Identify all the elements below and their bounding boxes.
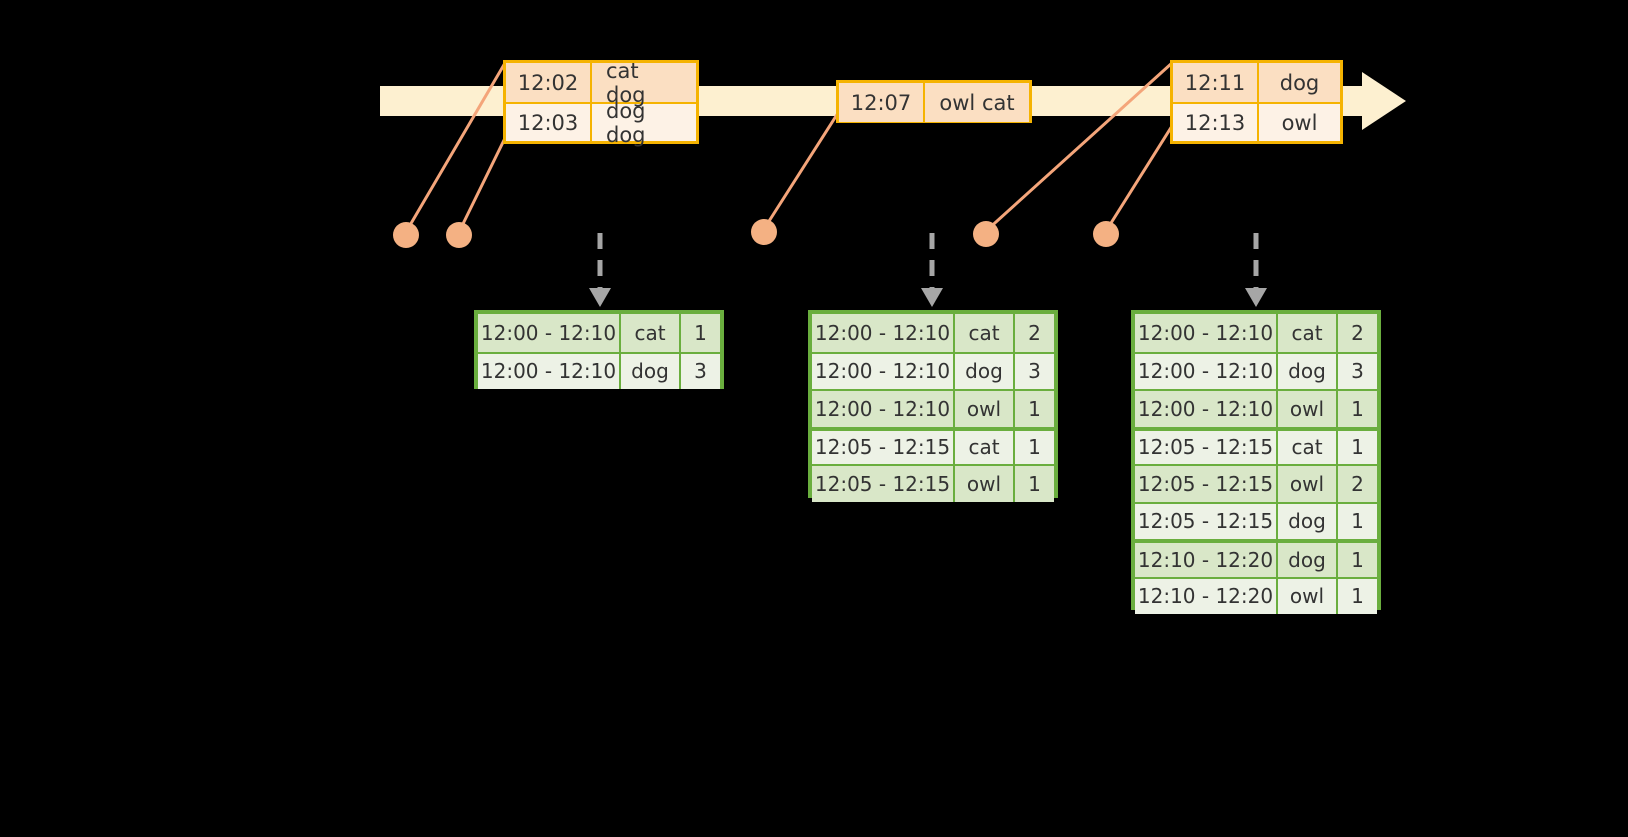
event-time: 12:11	[1173, 63, 1259, 102]
event-dot-2	[446, 222, 472, 248]
cell-count: 1	[1351, 509, 1364, 534]
cell-count: 1	[1351, 396, 1364, 421]
cell-count: 1	[694, 320, 707, 345]
cell-count: 1	[1351, 547, 1364, 572]
event-time: 12:13	[1173, 104, 1259, 141]
cell-window: 12:05 - 12:15	[1135, 430, 1278, 464]
cell-word: cat	[1278, 314, 1338, 352]
event-row: 12:03 dog dog	[506, 98, 696, 147]
cell-count: 2	[1028, 320, 1041, 345]
table-row: 12:00 - 12:10 cat 1	[478, 314, 720, 352]
table-row: 12:05 - 12:15 owl 2	[1135, 464, 1377, 502]
table-row: 12:00 - 12:10 owl 1	[812, 389, 1054, 427]
cell-window: 12:00 - 12:10	[812, 353, 955, 389]
cell-window: 12:00 - 12:10	[812, 314, 955, 352]
table-row: 12:00 - 12:10 dog 3	[812, 351, 1054, 389]
event-dot-5	[1093, 221, 1119, 247]
table-row: 12:10 - 12:20 owl 1	[1135, 576, 1377, 614]
cell-window: 12:00 - 12:10	[812, 391, 955, 427]
cell-word: dog	[621, 353, 681, 389]
event-time: 12:07	[839, 83, 925, 122]
cell-word: dog	[1278, 543, 1338, 577]
event-dot-3	[751, 219, 777, 245]
cell-count: 3	[1028, 359, 1041, 384]
table-row: 12:05 - 12:15 dog 1	[1135, 501, 1377, 539]
cell-window: 12:05 - 12:15	[812, 466, 955, 502]
event-dots	[393, 219, 1119, 248]
table-row: 12:00 - 12:10 owl 1	[1135, 389, 1377, 427]
cell-window: 12:10 - 12:20	[1135, 543, 1278, 577]
table-row: 12:05 - 12:15 cat 1	[812, 426, 1054, 464]
cell-count: 3	[1351, 359, 1364, 384]
event-value: cat dog	[606, 58, 646, 107]
cell-word: owl	[955, 466, 1015, 502]
table-row: 12:00 - 12:10 cat 2	[812, 314, 1054, 352]
cell-window: 12:05 - 12:15	[1135, 466, 1278, 502]
table-row: 12:05 - 12:15 cat 1	[1135, 426, 1377, 464]
cell-count: 1	[1028, 396, 1041, 421]
event-dot-1	[393, 222, 419, 248]
cell-count: 2	[1351, 320, 1364, 345]
trigger-arrow-3	[1245, 233, 1267, 307]
cell-word: cat	[1278, 430, 1338, 464]
cell-count: 1	[1351, 584, 1364, 609]
event-row: 12:07 owl cat	[839, 83, 1029, 122]
table-row: 12:00 - 12:10 dog 3	[1135, 351, 1377, 389]
table-row: 12:05 - 12:15 owl 1	[812, 464, 1054, 502]
trigger-arrows	[589, 233, 1267, 307]
cell-word: cat	[621, 314, 681, 352]
cell-word: cat	[955, 314, 1015, 352]
cell-window: 12:00 - 12:10	[478, 314, 621, 352]
cell-window: 12:05 - 12:15	[1135, 503, 1278, 539]
trigger-arrow-2	[921, 233, 943, 307]
table-row: 12:00 - 12:10 dog 3	[478, 351, 720, 389]
result-table-2[interactable]: 12:00 - 12:10 cat 2 12:00 - 12:10 dog 3 …	[808, 310, 1058, 502]
cell-word: owl	[955, 391, 1015, 427]
cell-word: dog	[1278, 353, 1338, 389]
event-time: 12:03	[506, 104, 592, 141]
cell-window: 12:00 - 12:10	[1135, 314, 1278, 352]
cell-count: 1	[1351, 435, 1364, 460]
event-value: dog dog	[606, 98, 646, 147]
event-value: dog	[1279, 70, 1320, 95]
cell-window: 12:05 - 12:15	[812, 430, 955, 464]
table-row: 12:00 - 12:10 cat 2	[1135, 314, 1377, 352]
cell-word: dog	[955, 353, 1015, 389]
cell-window: 12:00 - 12:10	[1135, 353, 1278, 389]
cell-word: owl	[1278, 466, 1338, 502]
event-row: 12:02 cat dog	[506, 58, 696, 107]
cell-count: 2	[1351, 471, 1364, 496]
result-table-1[interactable]: 12:00 - 12:10 cat 1 12:00 - 12:10 dog 3	[474, 310, 724, 389]
cell-window: 12:00 - 12:10	[1135, 391, 1278, 427]
event-row: 12:13 owl	[1173, 102, 1340, 141]
cell-count: 3	[694, 359, 707, 384]
cell-word: cat	[955, 430, 1015, 464]
table-row: 12:10 - 12:20 dog 1	[1135, 539, 1377, 577]
event-box-2[interactable]: 12:07 owl cat	[836, 80, 1032, 123]
event-box-1[interactable]: 12:02 cat dog 12:03 dog dog	[503, 58, 699, 147]
cell-word: owl	[1278, 391, 1338, 427]
event-box-3[interactable]: 12:11 dog 12:13 owl	[1170, 60, 1343, 144]
cell-word: dog	[1278, 503, 1338, 539]
event-time: 12:02	[506, 63, 592, 102]
cell-window: 12:10 - 12:20	[1135, 578, 1278, 614]
cell-word: owl	[1278, 578, 1338, 614]
cell-count: 1	[1028, 435, 1041, 460]
cell-window: 12:00 - 12:10	[478, 353, 621, 389]
cell-count: 1	[1028, 471, 1041, 496]
event-row: 12:11 dog	[1173, 63, 1340, 102]
event-dot-4	[973, 221, 999, 247]
result-table-3[interactable]: 12:00 - 12:10 cat 2 12:00 - 12:10 dog 3 …	[1131, 310, 1381, 614]
trigger-arrow-1	[589, 233, 611, 307]
event-value: owl	[1281, 110, 1318, 135]
event-value: owl cat	[939, 90, 1015, 115]
